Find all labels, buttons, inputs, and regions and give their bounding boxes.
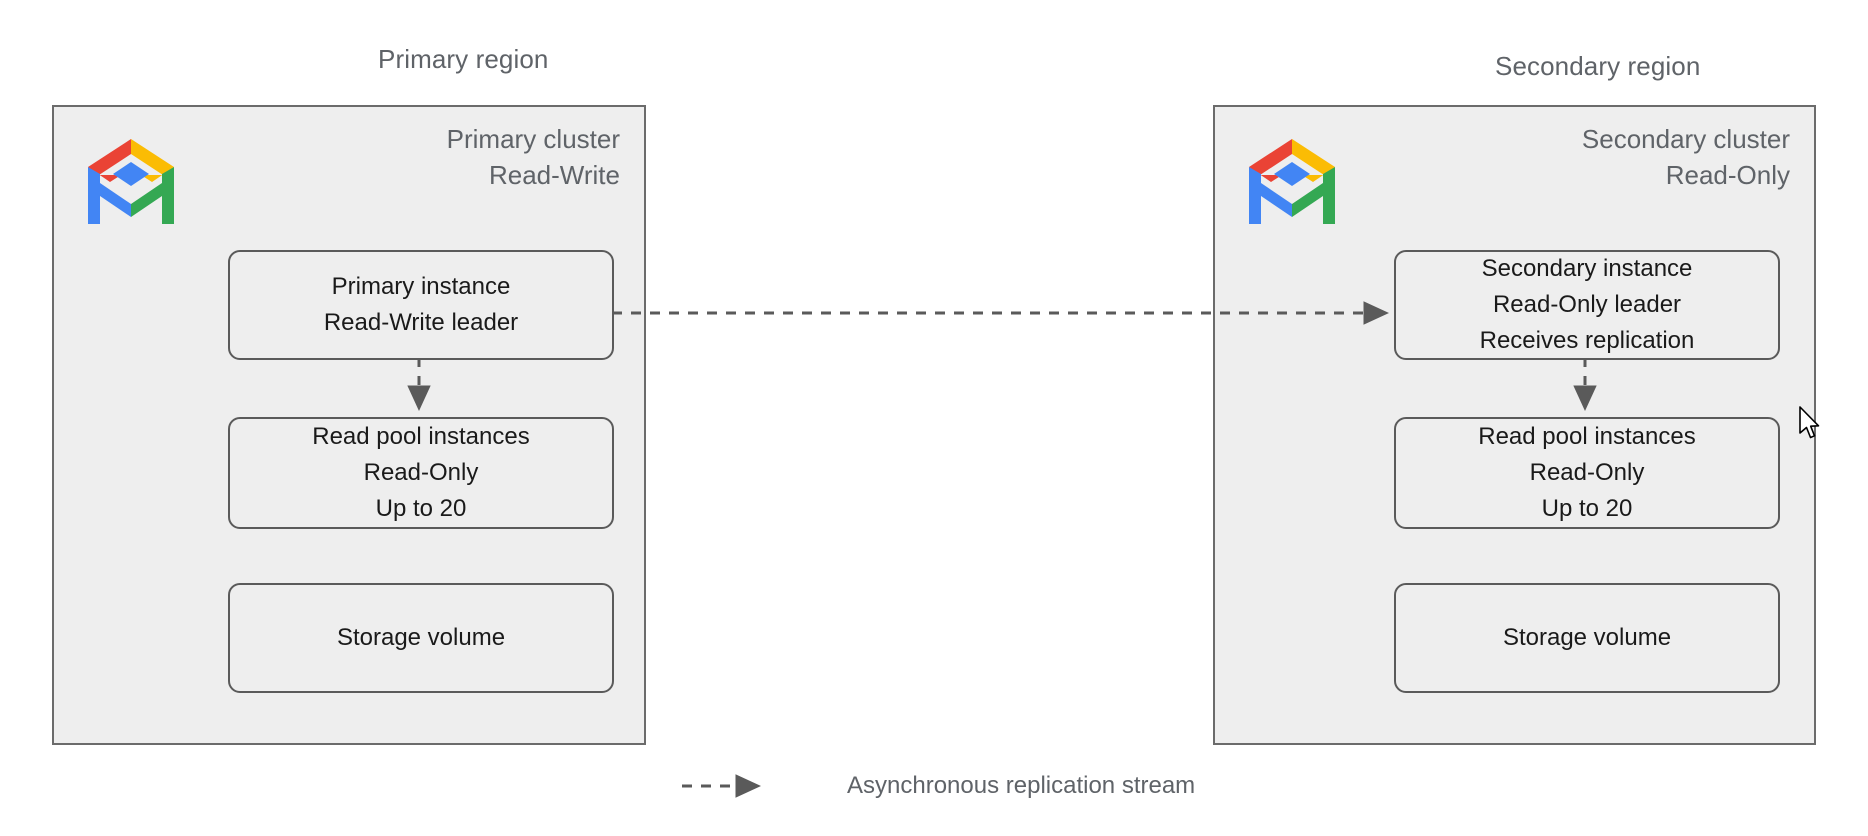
cluster-container-secondary: Secondary cluster Read-Only Secondary in… bbox=[1213, 105, 1816, 745]
node-secondary-read-pool-instances[interactable]: Read pool instances Read-Only Up to 20 bbox=[1394, 417, 1780, 529]
region-title-secondary: Secondary region bbox=[1495, 51, 1701, 81]
node-primary-storage-volume[interactable]: Storage volume bbox=[228, 583, 614, 693]
legend: Asynchronous replication stream bbox=[680, 772, 1195, 800]
mouse-pointer-icon bbox=[1799, 406, 1820, 439]
legend-label: Asynchronous replication stream bbox=[847, 772, 1196, 799]
region-title-primary: Primary region bbox=[378, 44, 549, 74]
cluster-container-primary: Primary cluster Read-Write Primary insta… bbox=[52, 105, 646, 745]
node-primary-read-pool-instances[interactable]: Read pool instances Read-Only Up to 20 bbox=[228, 417, 614, 529]
cluster-header-secondary: Secondary cluster Read-Only bbox=[1581, 124, 1790, 190]
node-secondary-instance[interactable]: Secondary instance Read-Only leader Rece… bbox=[1394, 250, 1780, 360]
node-primary-instance[interactable]: Primary instance Read-Write leader bbox=[228, 250, 614, 360]
alloydb-logo-icon bbox=[1237, 129, 1347, 235]
legend-dashed-arrow-icon bbox=[682, 774, 761, 798]
cluster-header-primary: Primary cluster Read-Write bbox=[446, 124, 620, 190]
node-secondary-storage-volume[interactable]: Storage volume bbox=[1394, 583, 1780, 693]
alloydb-logo-icon bbox=[76, 129, 186, 235]
